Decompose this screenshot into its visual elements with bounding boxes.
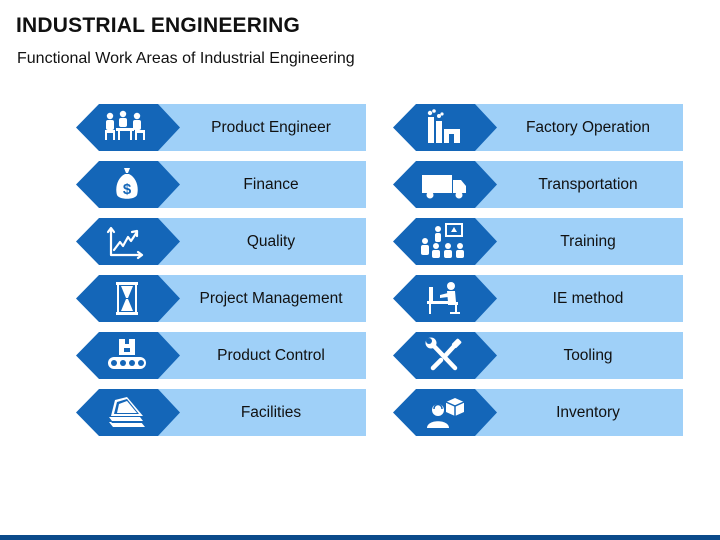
desk-worker-icon xyxy=(414,278,474,319)
item-product-control: Product Control xyxy=(76,332,366,379)
label-bar: Quality xyxy=(158,218,366,265)
item-label: Training xyxy=(560,232,616,250)
item-facilities: Facilities xyxy=(76,389,366,436)
item-label: Product Control xyxy=(217,346,325,364)
conveyor-belt-icon xyxy=(97,335,157,376)
wrench-screwdriver-icon xyxy=(414,335,474,376)
label-bar: Project Management xyxy=(158,275,366,322)
factory-icon xyxy=(414,107,474,148)
label-bar: Product Control xyxy=(158,332,366,379)
item-label: Transportation xyxy=(538,175,638,193)
label-bar: Finance xyxy=(158,161,366,208)
arrow-tab xyxy=(393,275,497,322)
meeting-people-icon xyxy=(97,107,157,148)
label-bar: IE method xyxy=(475,275,683,322)
person-box-icon xyxy=(414,392,474,433)
training-presentation-icon xyxy=(414,221,474,262)
item-label: Inventory xyxy=(556,403,620,421)
label-bar: Facilities xyxy=(158,389,366,436)
footer-bar xyxy=(0,535,720,540)
item-inventory: Inventory xyxy=(393,389,683,436)
item-project-management: Project Management xyxy=(76,275,366,322)
growth-chart-icon xyxy=(97,221,157,262)
right-column: Factory Operation Transportation xyxy=(393,104,683,446)
label-bar: Inventory xyxy=(475,389,683,436)
item-label: Quality xyxy=(246,232,296,250)
item-product-engineer: Product Engineer xyxy=(76,104,366,151)
item-ie-method: IE method xyxy=(393,275,683,322)
svg-text:$: $ xyxy=(123,181,132,198)
label-bar: Transportation xyxy=(475,161,683,208)
left-column: Product Engineer Finance $ xyxy=(76,104,366,446)
hourglass-icon xyxy=(97,278,157,319)
label-bar: Product Engineer xyxy=(158,104,366,151)
item-label: Factory Operation xyxy=(525,118,651,136)
page-title: INDUSTRIAL ENGINEERING xyxy=(16,14,301,37)
item-label: Tooling xyxy=(563,346,613,364)
item-label: Project Management xyxy=(199,289,343,307)
label-bar: Tooling xyxy=(475,332,683,379)
label-bar: Factory Operation xyxy=(475,104,683,151)
arrow-tab xyxy=(393,104,497,151)
item-factory-operation: Factory Operation xyxy=(393,104,683,151)
arrow-tab xyxy=(76,104,180,151)
arrow-tab xyxy=(76,218,180,265)
item-quality: Quality xyxy=(76,218,366,265)
item-label: Finance xyxy=(243,175,299,193)
item-label: Facilities xyxy=(240,403,302,421)
money-bag-icon: $ xyxy=(97,164,157,205)
papers-stack-icon xyxy=(97,392,157,433)
item-training: Training xyxy=(393,218,683,265)
item-finance: Finance $ xyxy=(76,161,366,208)
page-subtitle: Functional Work Areas of Industrial Engi… xyxy=(17,50,355,67)
item-tooling: Tooling xyxy=(393,332,683,379)
item-transportation: Transportation xyxy=(393,161,683,208)
arrow-tab xyxy=(393,389,497,436)
truck-icon xyxy=(414,164,474,205)
item-label: Product Engineer xyxy=(211,118,331,136)
item-label: IE method xyxy=(552,289,624,307)
label-bar: Training xyxy=(475,218,683,265)
